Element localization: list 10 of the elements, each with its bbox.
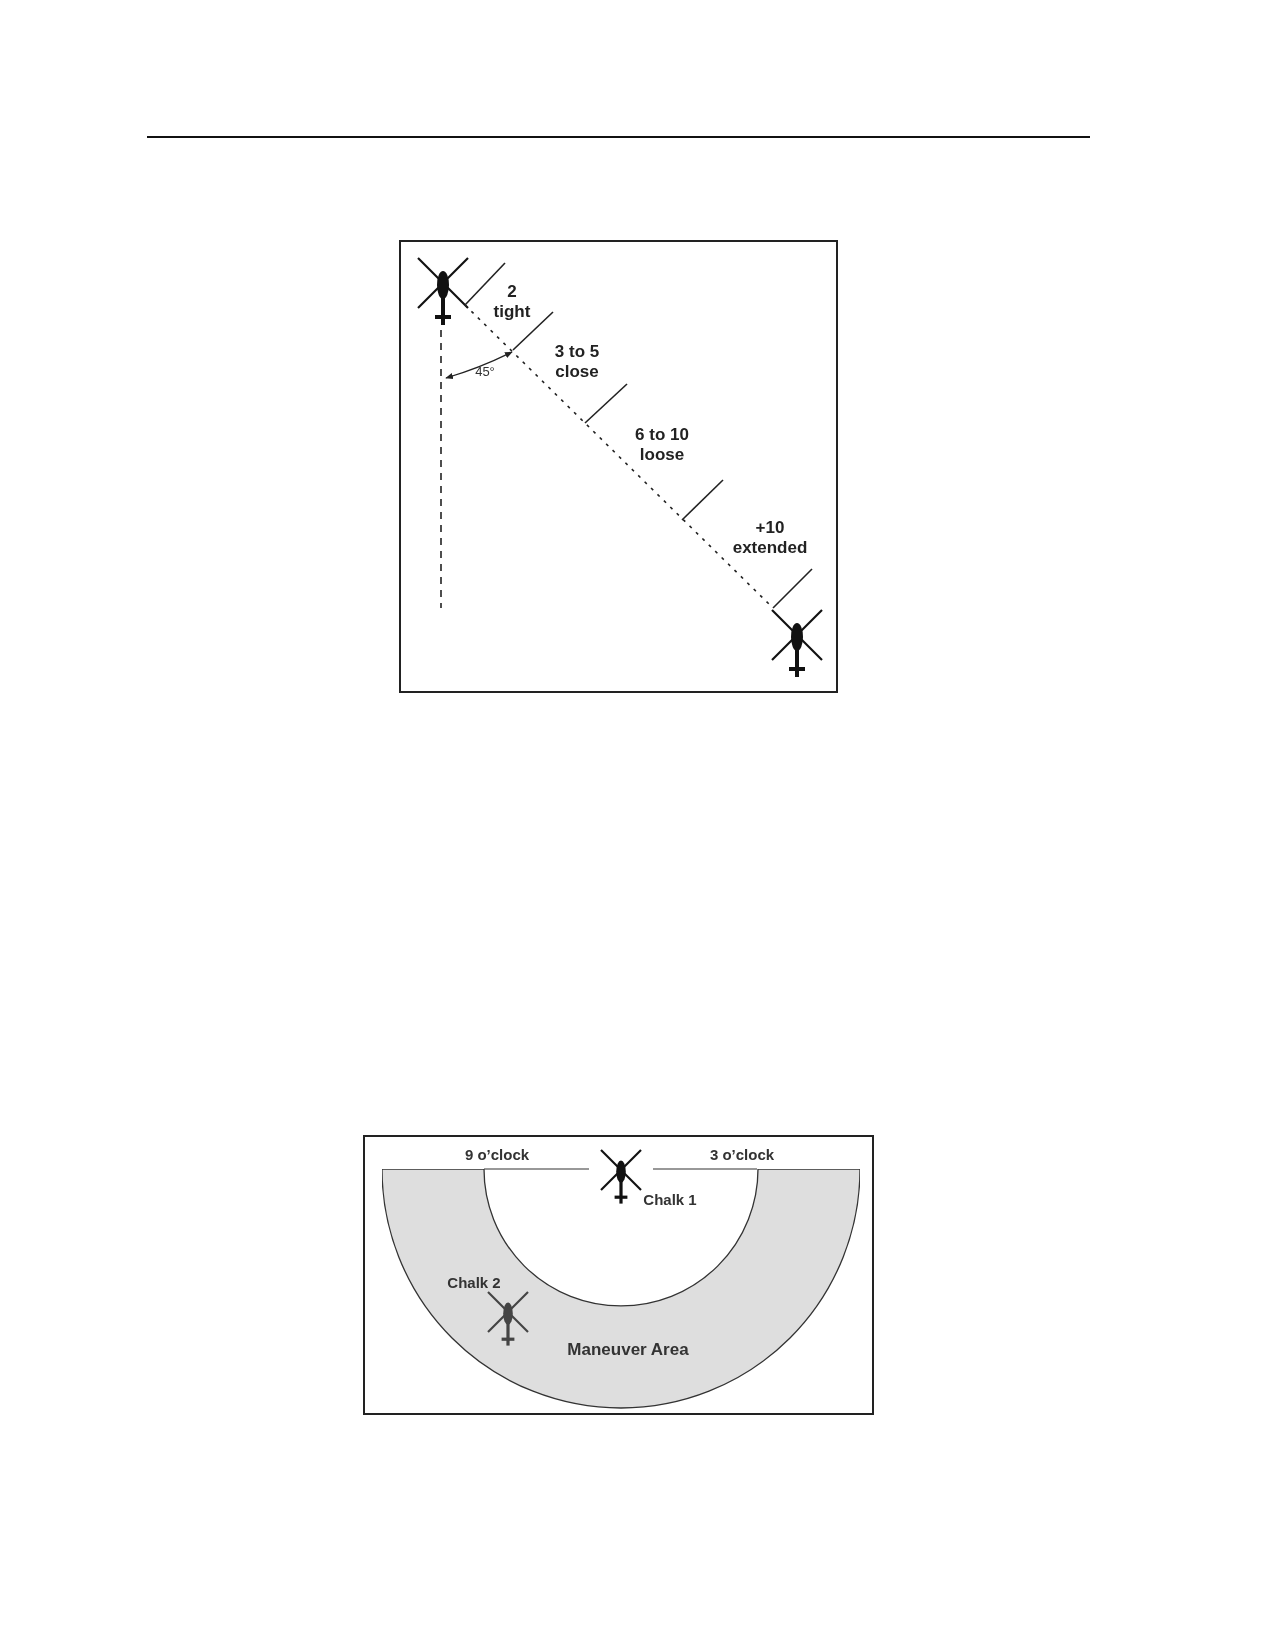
aircraft-label: Chalk 2 bbox=[446, 1274, 502, 1292]
aircraft-label: Chalk 1 bbox=[642, 1191, 698, 1209]
angle-label: 45° bbox=[474, 364, 496, 380]
range-label: 3 to 5 close bbox=[553, 342, 601, 382]
range-label: +10 extended bbox=[731, 518, 809, 558]
range-label: 2 tight bbox=[492, 282, 532, 322]
area-label: Maneuver Area bbox=[567, 1340, 689, 1360]
clock-label: 9 o’clock bbox=[463, 1146, 531, 1164]
range-label: 6 to 10 loose bbox=[634, 425, 690, 465]
clock-label: 3 o’clock bbox=[708, 1146, 776, 1164]
